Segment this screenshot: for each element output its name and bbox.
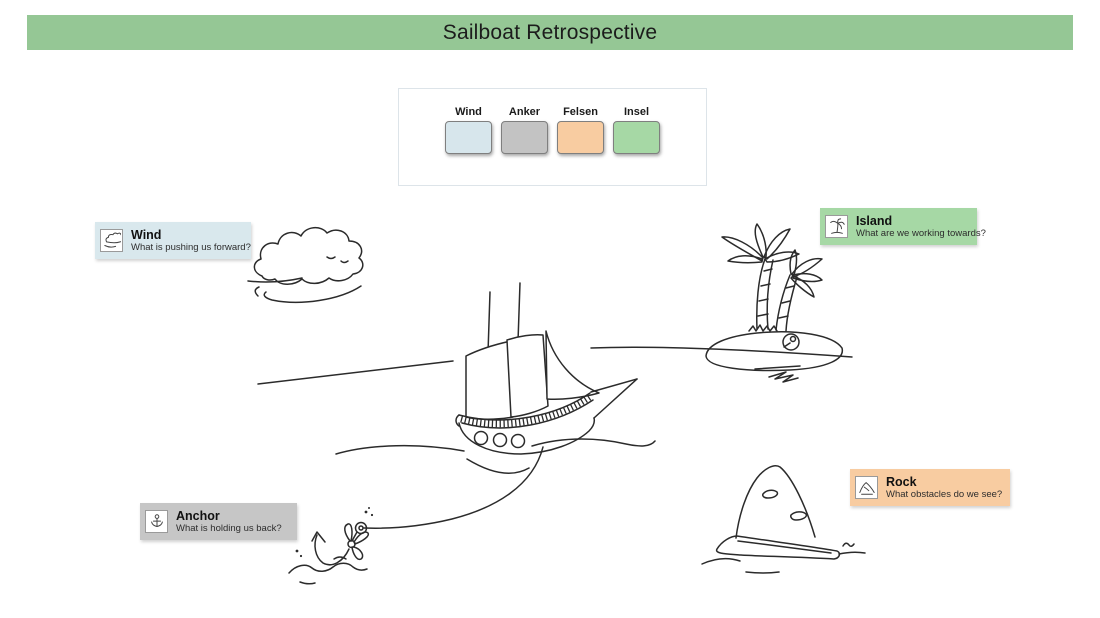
wind-card[interactable]: Wind What is pushing us forward? [95,222,251,259]
legend-label: Felsen [563,106,598,118]
page-title: Sailboat Retrospective [442,20,658,44]
island-card-text: Island What are we working towards? [856,214,986,240]
island-drawing [705,223,844,383]
anchor-card-subtitle: What is holding us back? [176,522,282,534]
water-waves [335,438,656,474]
title-bar: Sailboat Retrospective [27,15,1073,50]
horizon-line [257,346,853,385]
legend-item-anker: Anker [500,106,550,154]
wind-swatch[interactable] [445,121,492,154]
sailboat-drawing [455,282,638,455]
anchor-card[interactable]: Anchor What is holding us back? [140,503,297,540]
wind-card-text: Wind What is pushing us forward? [131,228,251,254]
legend-label: Insel [623,106,650,118]
legend-label: Wind [455,106,482,118]
legend-item-felsen: Felsen [556,106,606,154]
legend-label: Anker [508,106,541,118]
rock-doodle-icon [855,476,878,499]
island-doodle-icon [825,215,848,238]
anker-swatch[interactable] [501,121,548,154]
anchor-drawing [288,507,374,585]
island-card[interactable]: Island What are we working towards? [820,208,986,245]
rock-drawing [701,465,866,574]
anchor-rope [363,446,544,529]
island-card-title: Island [856,213,893,228]
rock-card-title: Rock [886,474,917,489]
rock-card-text: Rock What obstacles do we see? [886,475,1002,501]
legend-item-insel: Insel [612,106,662,154]
insel-swatch[interactable] [613,121,660,154]
rock-card[interactable]: Rock What obstacles do we see? [850,469,1010,506]
wind-doodle-icon [100,229,123,252]
rock-card-subtitle: What obstacles do we see? [886,488,1003,500]
wind-card-subtitle: What is pushing us forward? [131,241,251,253]
anchor-card-title: Anchor [176,508,220,523]
legend-panel: Wind Anker Felsen Insel [398,88,707,186]
felsen-swatch[interactable] [557,121,604,154]
island-card-subtitle: What are we working towards? [856,227,986,239]
anchor-card-text: Anchor What is holding us back? [176,509,282,535]
legend-item-wind: Wind [444,106,494,154]
cloud-drawing [247,227,364,304]
anchor-doodle-icon [145,510,168,533]
wind-card-title: Wind [131,227,162,242]
